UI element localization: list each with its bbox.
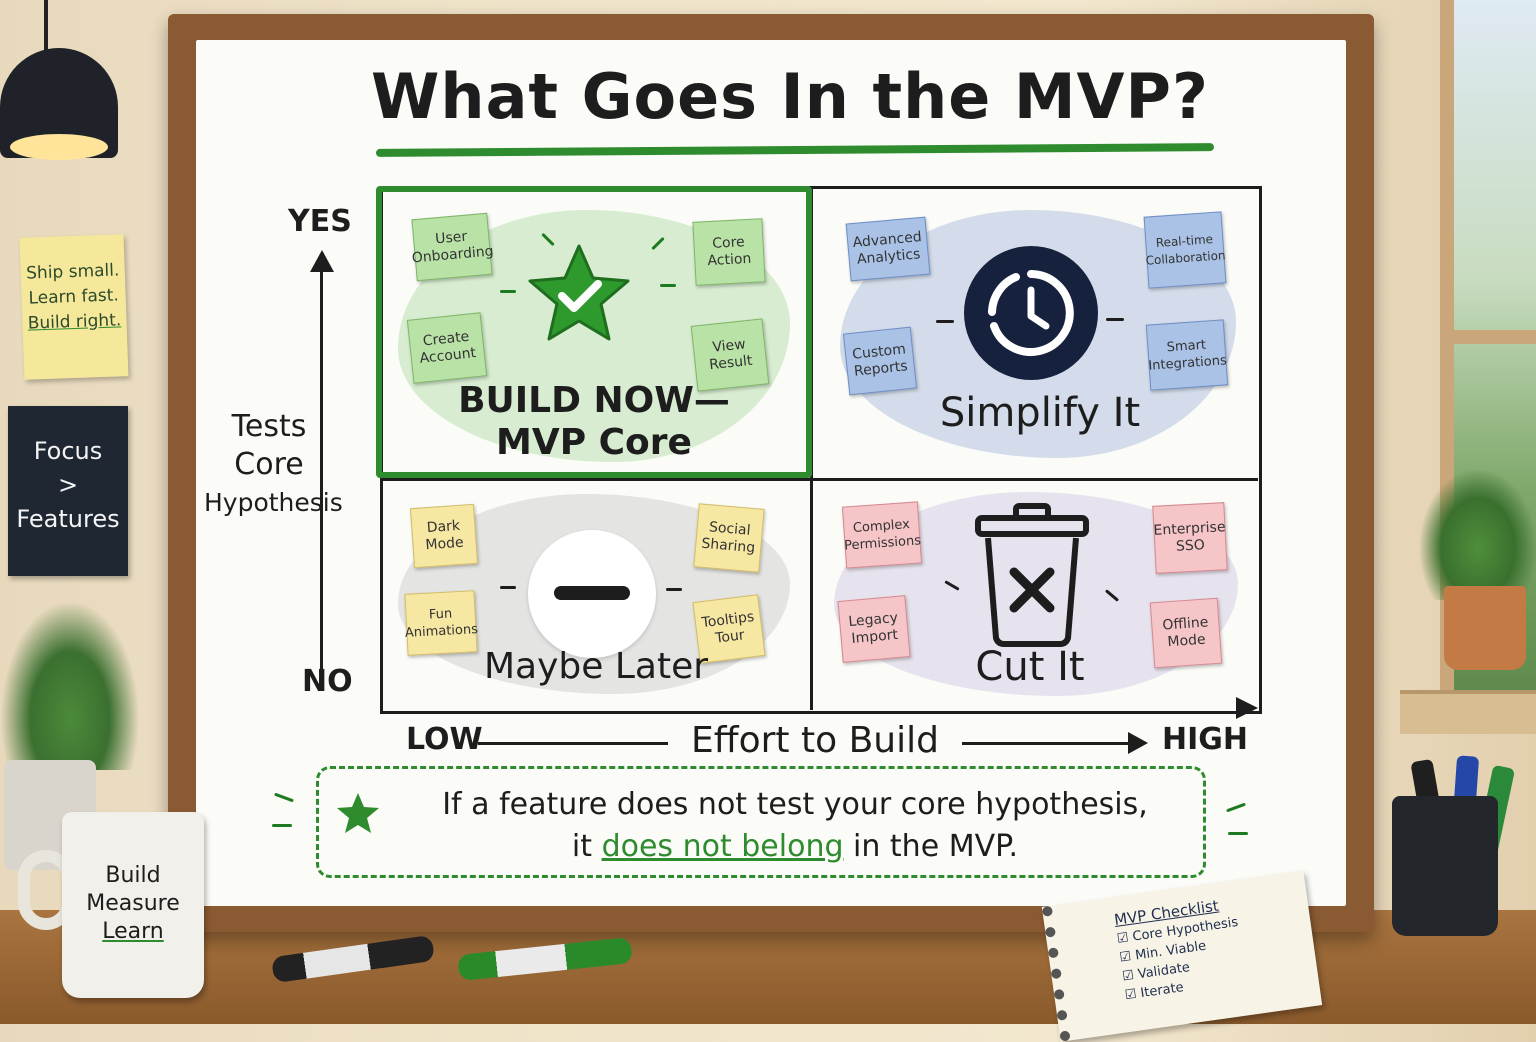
note-line: Import <box>850 626 899 647</box>
callout-box <box>316 766 1206 878</box>
y-axis-line <box>320 268 323 688</box>
wall-blackboard: Focus > Features <box>8 406 128 576</box>
minus-circle-icon <box>528 530 656 658</box>
note-line: Animations <box>404 622 479 641</box>
minus-bar <box>554 586 630 600</box>
lamp-cord <box>44 0 48 52</box>
x-axis-arrowhead <box>1128 732 1148 754</box>
mug: Build Measure Learn <box>62 812 204 998</box>
callout-text: If a feature does not test your core hyp… <box>400 784 1190 868</box>
cut-label: Cut It <box>975 644 1085 690</box>
burst-ray <box>500 586 516 589</box>
page-title: What Goes In the MVP? <box>371 60 1209 133</box>
burst-ray <box>272 824 292 827</box>
build-now-label: BUILD NOW— MVP Core <box>444 380 744 464</box>
burst-ray <box>1106 318 1124 321</box>
burst-ray <box>936 320 954 323</box>
note-line: Mode <box>424 534 465 554</box>
trash-x-icon <box>975 503 1089 647</box>
grid-horizontal-divider <box>380 478 1258 481</box>
pen-cup <box>1392 796 1498 936</box>
x-axis-left-label: LOW <box>406 722 483 757</box>
callout-emphasis: does not belong <box>601 829 844 864</box>
mug-line: Measure <box>86 891 180 916</box>
note-line: Mode <box>1166 631 1207 651</box>
clock-icon-graphic <box>988 270 1074 356</box>
x-axis-line-left <box>478 742 668 745</box>
note-line: Result <box>708 352 754 374</box>
x-axis-label: Effort to Build <box>691 720 939 761</box>
y-axis-label: Tests Core Hypothesis <box>204 408 343 522</box>
notebook-item-text: Iterate <box>1139 980 1185 1002</box>
callout-line-pre: it <box>571 829 602 864</box>
build-now-label-line: BUILD NOW— <box>458 380 730 421</box>
plant-right-leaves <box>1420 470 1536 600</box>
simplify-label: Simplify It <box>939 390 1141 436</box>
blackboard-line: Features <box>16 505 120 533</box>
callout-line: it does not belong in the MVP. <box>400 826 1190 868</box>
wall-note-line: Build right. <box>27 310 122 334</box>
burst-ray <box>660 284 676 287</box>
blackboard-line: Focus <box>33 437 103 465</box>
y-axis-label-line: Core <box>234 447 304 482</box>
burst-ray <box>1228 832 1248 835</box>
callout-line: If a feature does not test your core hyp… <box>442 787 1148 822</box>
grid-x-arrowhead <box>1236 697 1258 719</box>
y-axis-arrowhead <box>310 250 334 272</box>
maybe-later-label: Maybe Later <box>483 646 709 687</box>
blackboard-line: > <box>57 471 79 499</box>
window-bar <box>1440 330 1536 344</box>
burst-ray <box>666 588 682 591</box>
x-axis-line-right <box>962 742 1132 745</box>
note-line: Action <box>707 250 752 270</box>
wall-sticky-note: Ship small. Learn fast. Build right. <box>19 234 129 380</box>
y-axis-top-label: YES <box>288 204 352 239</box>
y-axis-label-line: Tests <box>231 409 307 444</box>
plant-right-pot <box>1444 586 1526 670</box>
y-axis-bottom-label: NO <box>302 664 353 699</box>
y-axis-label-line: Hypothesis <box>204 488 343 517</box>
clock-icon <box>964 246 1098 380</box>
note-line: Sharing <box>700 535 756 557</box>
x-axis-right-label: HIGH <box>1162 722 1249 757</box>
mug-line: Learn <box>102 919 164 944</box>
wall-note-line: Ship small. <box>25 260 120 284</box>
window-sill <box>1400 690 1536 734</box>
mug-line: Build <box>105 863 161 888</box>
star-icon <box>337 793 379 833</box>
wall-note-line: Learn fast. <box>28 285 120 309</box>
callout-line-post: in the MVP. <box>843 829 1019 864</box>
lamp-light <box>10 134 108 160</box>
star-check-icon <box>528 244 630 341</box>
build-now-label-line: MVP Core <box>496 422 692 463</box>
build-now-highlight-border <box>376 186 812 478</box>
plant-left-leaves <box>0 600 140 770</box>
burst-ray <box>500 290 516 293</box>
